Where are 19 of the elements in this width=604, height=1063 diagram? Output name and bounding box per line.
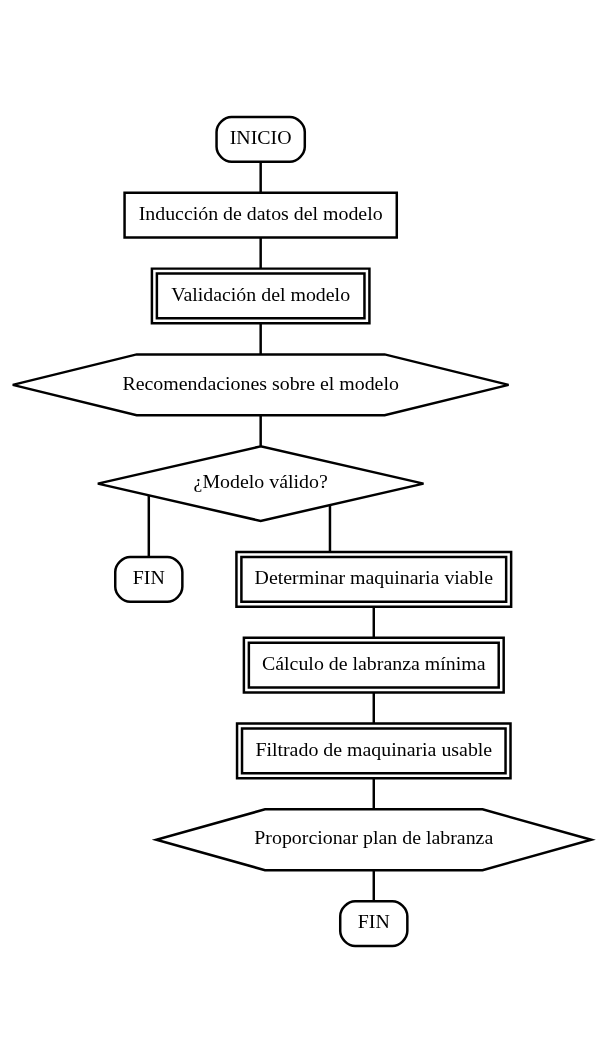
connector bbox=[372, 778, 376, 810]
node-box: Inducción de datos del modelo bbox=[123, 191, 399, 239]
connector bbox=[259, 415, 262, 447]
connector bbox=[372, 692, 376, 724]
connector bbox=[372, 870, 376, 902]
connector bbox=[259, 162, 262, 193]
connector bbox=[328, 505, 332, 552]
connector bbox=[259, 237, 262, 269]
node-box: Cálculo de labranza mínima bbox=[242, 636, 505, 694]
node-box: FIN bbox=[114, 555, 184, 603]
connector bbox=[259, 323, 262, 355]
node-box: Validación del modelo bbox=[150, 267, 371, 325]
node-box: Determinar maquinaria viable bbox=[235, 550, 513, 608]
connector bbox=[147, 495, 151, 557]
node-box: INICIO bbox=[215, 115, 307, 163]
node-diamond: ¿Modelo válido? bbox=[96, 445, 425, 523]
node-box: FIN bbox=[338, 900, 409, 948]
connector bbox=[372, 606, 376, 638]
node-box: Filtrado de maquinaria usable bbox=[235, 722, 512, 780]
